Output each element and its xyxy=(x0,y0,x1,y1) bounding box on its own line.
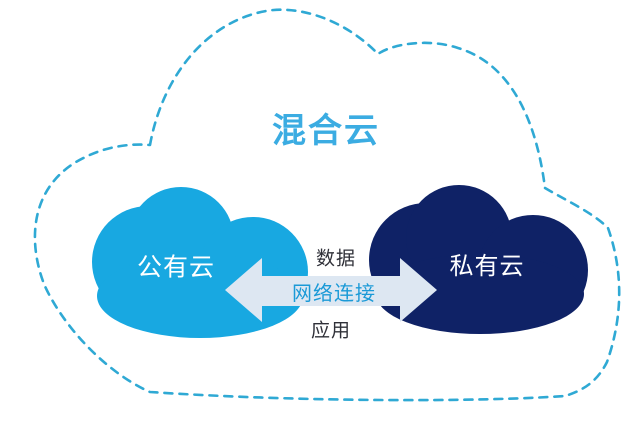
outer-cloud-outline xyxy=(33,8,621,402)
application-label: 应用 xyxy=(310,320,352,342)
network-connection-label: 网络连接 xyxy=(292,283,376,305)
private-cloud-shape xyxy=(369,185,588,334)
network-arrow xyxy=(225,258,437,322)
diagram-title: 混合云 xyxy=(272,112,380,150)
public-cloud-shape xyxy=(92,187,308,338)
data-label: 数据 xyxy=(315,248,357,270)
public-cloud-label: 公有云 xyxy=(136,253,216,282)
private-cloud-label: 私有云 xyxy=(449,253,525,280)
